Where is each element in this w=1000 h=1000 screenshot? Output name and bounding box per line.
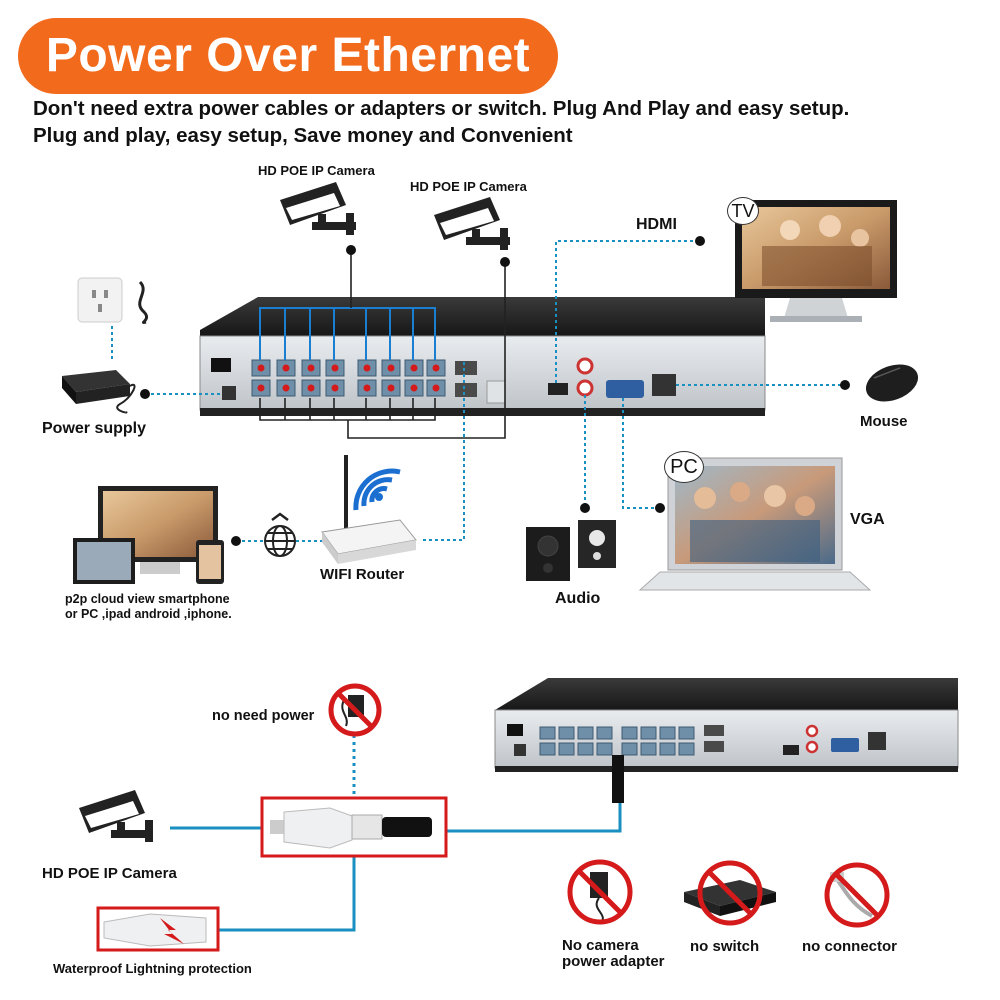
no-switch-label: no switch: [690, 938, 760, 955]
hdmi-port-icon: [548, 383, 568, 395]
mouse-label: Mouse: [860, 413, 908, 430]
camera-label-1: HD POE IP Camera: [258, 163, 375, 178]
poe-port: [539, 742, 556, 756]
poe-ports: [251, 359, 446, 397]
wifi-router-icon: [321, 455, 417, 564]
ethernet-plug-icon: [612, 755, 624, 803]
lightning-protector-icon: [103, 913, 207, 947]
poe-port: [678, 726, 695, 740]
port-led: [307, 364, 315, 372]
tv-monitor-icon: [735, 200, 897, 322]
no-camera-adapter-icon: [567, 859, 633, 925]
poe-port: [577, 726, 594, 740]
usb-ports-icon: [652, 374, 676, 396]
mouse-icon: [865, 364, 919, 402]
port-led: [410, 384, 418, 392]
poe-port: [678, 742, 695, 756]
power-supply-label: Power supply: [42, 420, 147, 437]
tv-badge: TV: [727, 197, 759, 225]
port-led: [363, 364, 371, 372]
ethernet-cable-connector-icon: [270, 807, 432, 849]
vga-label: VGA: [850, 511, 885, 528]
poe-port: [621, 742, 638, 756]
port-led: [432, 384, 440, 392]
poe-camera-icon-2: [434, 197, 510, 250]
p2p-devices-icon: [73, 486, 224, 584]
poe-port: [621, 726, 638, 740]
port-led: [410, 364, 418, 372]
port-led: [363, 384, 371, 392]
subtitle-line-2: Plug and play, easy setup, Save money an…: [33, 124, 573, 147]
wall-socket-icon: [77, 277, 149, 324]
camera-label-2: HD POE IP Camera: [410, 179, 527, 194]
p2p-caption-line-1: p2p cloud view smartphone: [65, 592, 230, 606]
wifi-router-label: WIFI Router: [320, 566, 405, 583]
wifi-signal-icon: [353, 468, 401, 511]
poe-camera-icon-1: [280, 182, 356, 235]
port-led: [257, 364, 265, 372]
power-switch-icon: [211, 358, 231, 372]
nvr-recorder-bottom: [494, 678, 959, 772]
speakers-icon: [526, 520, 616, 581]
no-connector-label: no connector: [802, 938, 898, 955]
hdmi-label: HDMI: [636, 216, 677, 233]
no-connector-icon: [824, 862, 890, 928]
no-switch-icon: [684, 860, 776, 926]
port-led: [387, 384, 395, 392]
port-led: [387, 364, 395, 372]
poe-port: [596, 742, 613, 756]
title-banner: Power Over Ethernet: [18, 18, 558, 94]
poe-port: [539, 726, 556, 740]
poe-port: [659, 742, 676, 756]
no-power-adapter-icon: [328, 683, 382, 737]
port-led: [307, 384, 315, 392]
lightning-protection-box: [96, 906, 220, 952]
poe-port: [577, 742, 594, 756]
port-led: [282, 364, 290, 372]
p2p-caption-line-2: or PC ,ipad android ,iphone.: [65, 607, 232, 621]
port-led: [282, 384, 290, 392]
dc-jack-icon: [222, 386, 236, 400]
poe-port: [659, 726, 676, 740]
poe-port: [558, 726, 575, 740]
pc-badge: PC: [664, 451, 704, 483]
port-led: [432, 364, 440, 372]
port-led: [257, 384, 265, 392]
port-led: [331, 364, 339, 372]
poe-port: [558, 742, 575, 756]
power-adapter-icon: [62, 370, 136, 414]
poe-ports-bottom: [539, 726, 695, 756]
poe-port: [640, 742, 657, 756]
no-adapter-label-line-1: No camera: [562, 937, 639, 954]
poe-camera-icon-3: [79, 790, 153, 842]
globe-icon: [264, 512, 296, 557]
waterproof-label: Waterproof Lightning protection: [53, 961, 252, 976]
poe-cable-highlight-box: [260, 796, 448, 858]
port-led: [331, 384, 339, 392]
no-adapter-label-line-2: power adapter: [562, 953, 665, 970]
no-need-power-label: no need power: [212, 708, 315, 724]
poe-port: [640, 726, 657, 740]
audio-label: Audio: [555, 590, 601, 607]
bottom-camera-label: HD POE IP Camera: [42, 865, 177, 882]
poe-port: [596, 726, 613, 740]
vga-port-icon: [606, 380, 644, 398]
subtitle-line-1: Don't need extra power cables or adapter…: [33, 97, 850, 120]
